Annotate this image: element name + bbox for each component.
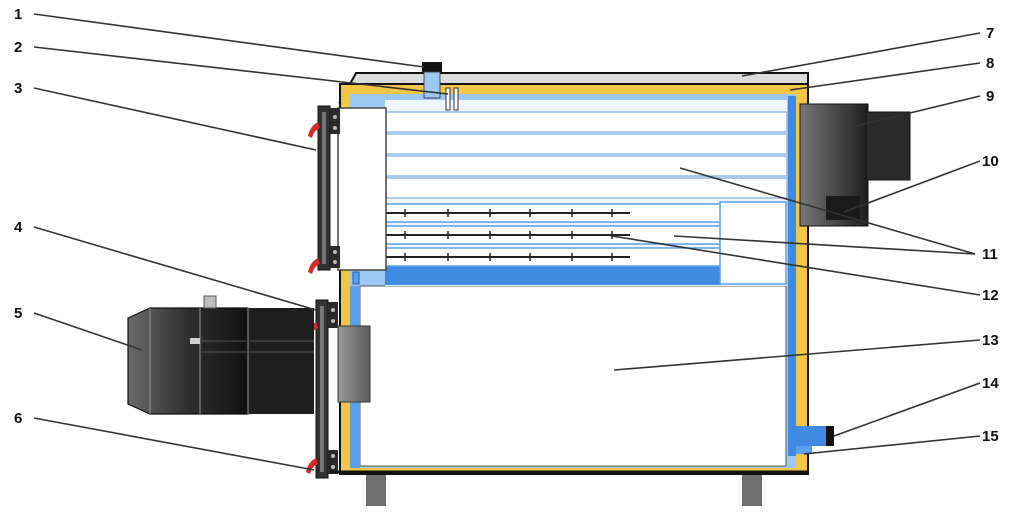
upper-door-handle-top [308,122,320,138]
front-smoke-box [337,107,387,271]
lower-door [315,299,338,479]
exchanger-dark-base [385,265,721,285]
callout-2: 2 [14,39,22,56]
combustion-chamber [359,285,787,467]
sight-glass [352,271,360,285]
callout-12: 12 [982,287,999,304]
return-connection [796,426,826,446]
callout-15: 15 [982,428,999,445]
callout-3: 3 [14,80,22,97]
callout-8: 8 [986,55,994,72]
callout-7: 7 [986,25,994,42]
boiler-leg-left [366,474,386,506]
callout-1: 1 [14,6,22,23]
callout-9: 9 [986,88,994,105]
callout-6: 6 [14,410,22,427]
return-pipe-stub [826,426,834,446]
callout-numbers: 1 2 3 4 5 6 7 8 9 10 11 12 13 14 15 [14,6,999,445]
sensor-wells [445,87,459,111]
callout-11: 11 [982,246,998,263]
callout-4: 4 [14,219,23,236]
leader-lines [33,13,981,471]
flue-tubes-upper [384,111,788,199]
water-return-channel [788,96,796,456]
lower-door-handle-bottom [306,458,318,474]
callout-13: 13 [982,332,999,349]
callout-14: 14 [982,375,999,392]
drain-valve [796,446,812,454]
upper-door [317,105,340,271]
boiler-leg-right [742,474,762,506]
upper-door-handle-bottom [308,258,320,274]
callout-5: 5 [14,305,22,322]
burner [127,295,371,415]
callout-10: 10 [982,153,999,170]
